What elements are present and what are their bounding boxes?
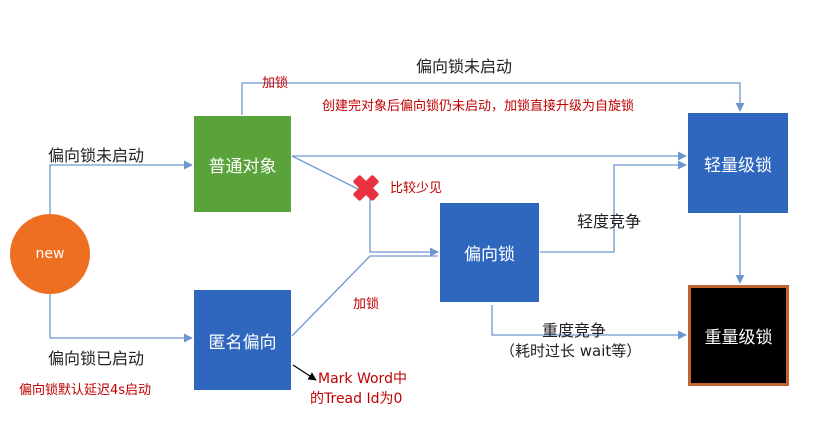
label-bias-not-enabled-top: 偏向锁未启动 <box>416 57 513 76</box>
edge-new-to-anonymous-bias <box>49 293 193 343</box>
label-lock-top: 加锁 <box>262 76 289 91</box>
label-light-contention: 轻度竞争 <box>577 212 642 231</box>
label-mark-word-2: 的Tread Id为0 <box>310 391 403 407</box>
label-heavy-contention-1: 重度竞争 <box>542 321 607 340</box>
label-upgrade-note: 创建完对象后偏向锁仍未启动，加锁直接升级为自旋锁 <box>322 99 635 114</box>
label-bias-delay-note: 偏向锁默认延迟4s启动 <box>19 383 152 398</box>
mark-word-pointer <box>292 364 317 381</box>
node-anonymous-bias: 匿名偏向 <box>194 290 291 390</box>
cross-icon <box>353 175 379 201</box>
edge-biased-to-heavyweight <box>491 305 687 340</box>
edge-normal-to-lightweight-top <box>241 82 745 115</box>
label-rare: 比较少见 <box>390 181 443 196</box>
node-lightweight-lock: 轻量级锁 <box>688 113 788 213</box>
label-mark-word-1: Mark Word中 <box>318 371 407 387</box>
edge-biased-to-lightweight <box>540 160 687 253</box>
node-biased-lock: 偏向锁 <box>440 203 539 302</box>
node-normal-object: 普通对象 <box>194 116 291 212</box>
edge-anonymous-to-biased <box>291 255 438 337</box>
label-bias-not-enabled-left: 偏向锁未启动 <box>48 146 145 165</box>
edge-normal-to-biased <box>291 155 439 257</box>
label-bias-enabled: 偏向锁已启动 <box>48 349 145 368</box>
label-lock-mid: 加锁 <box>353 297 380 312</box>
node-heavyweight-lock: 重量级锁 <box>688 285 789 386</box>
edge-new-to-normal-object <box>49 160 193 215</box>
node-new: new <box>10 214 90 294</box>
label-heavy-contention-2: （耗时过长 wait等） <box>500 342 642 360</box>
